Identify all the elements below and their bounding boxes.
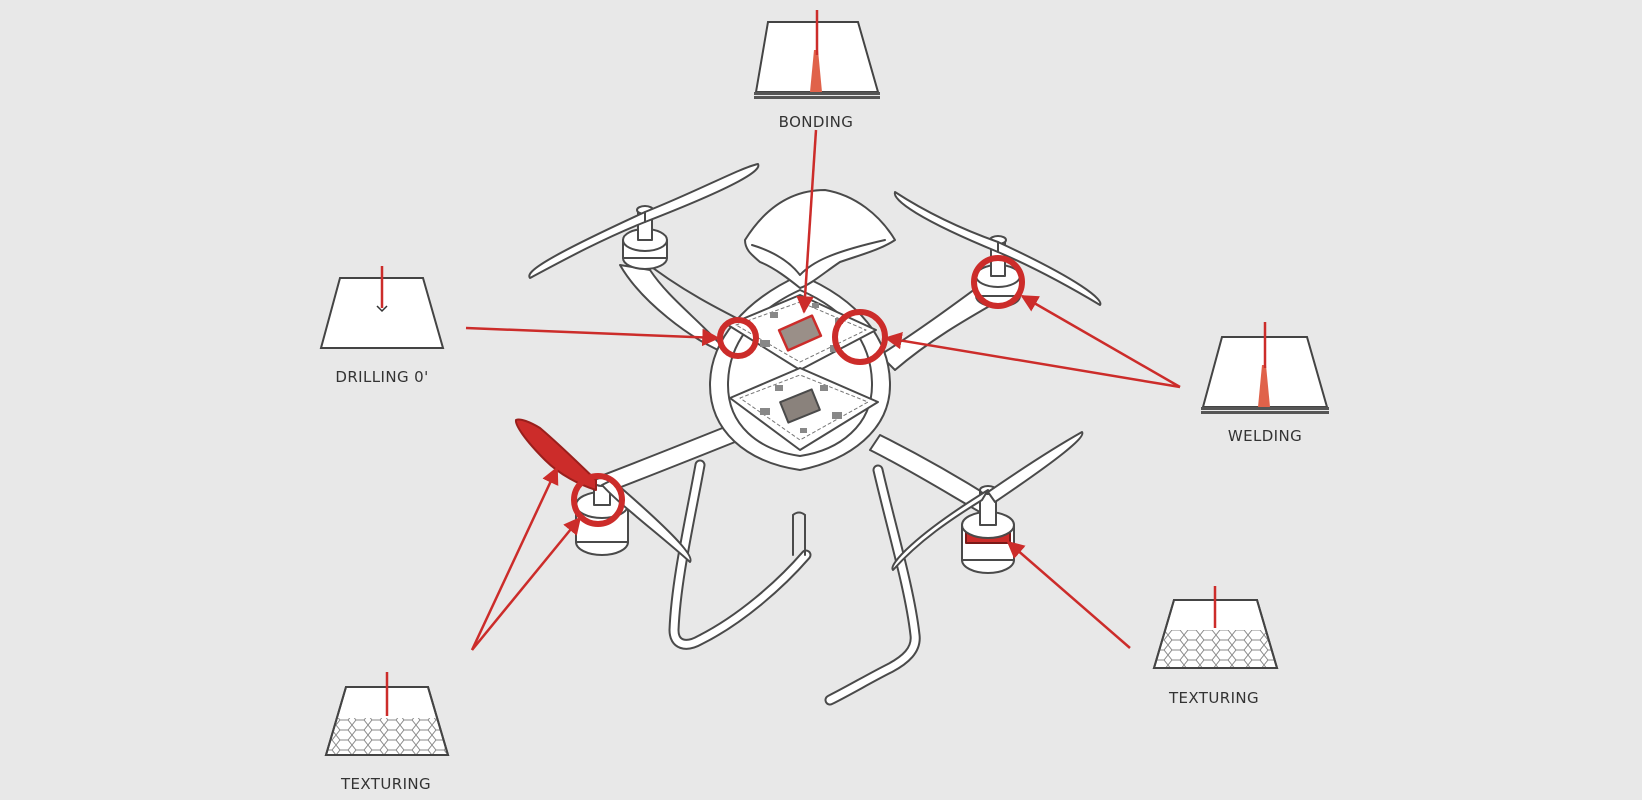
texturing-right-leader [1006,540,1131,649]
bonding-leader [796,129,818,314]
motor-top-left [622,205,668,270]
propeller-top-left [528,163,760,279]
highlight-motor-top-right-circle [971,255,1025,309]
leader-lines [465,129,1181,651]
drone-illustration [514,163,1102,706]
texturing-right-icon [1152,586,1279,669]
welding-icon [1201,322,1329,414]
texturing-left-leader-2 [471,516,582,651]
motor-bottom-right [961,485,1015,574]
texturing-right-label: TEXTURING [1168,689,1260,707]
welding-leader-1 [1020,294,1181,389]
highlight-circles [571,255,1025,527]
landing-gear [668,459,921,706]
drilling-label: DRILLING 0' [335,368,429,386]
upper-circuit-board [727,294,877,371]
texturing-left-icon [324,672,450,756]
texturing-left-leader-1 [470,466,559,651]
welding-label: WELDING [1227,427,1303,445]
highlight-drilling-circle [717,317,759,359]
texturing-left-label: TEXTURING [340,775,432,793]
lower-circuit-board [729,367,879,451]
propeller-bottom-right [891,431,1084,571]
highlight-motor-bottom-left-circle [571,473,625,527]
drilling-icon [319,266,445,349]
drilling-leader [465,326,720,347]
bonding-label: BONDING [778,113,854,131]
bonding-icon [754,10,880,99]
welding-leader-2 [884,331,1181,389]
propeller-top-right [893,191,1102,306]
